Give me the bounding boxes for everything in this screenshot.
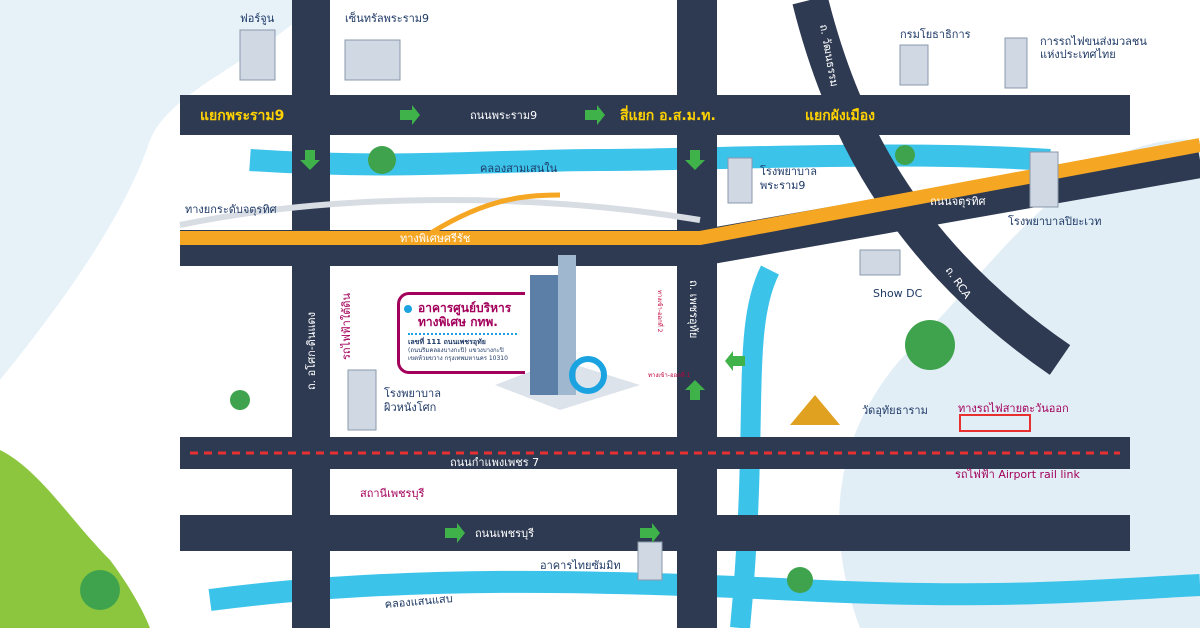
road-asok (292, 0, 330, 628)
hq-tower (530, 275, 558, 395)
rail-track-icon (959, 414, 1031, 432)
ramp-orange (418, 192, 561, 243)
hq-info-card: อาคารศูนย์บริหารทางพิเศษ กทพ. เลขที่ 111… (397, 292, 525, 374)
arrow-icon (685, 150, 705, 170)
label-showdc: Show DC (873, 287, 923, 300)
building-central (344, 39, 401, 81)
building-showdc (859, 249, 901, 276)
hq-tower-2 (558, 255, 576, 395)
road-rama9 (180, 95, 1130, 135)
building-dpw (899, 44, 929, 86)
arrow-icon (685, 380, 705, 400)
label-kamphaeng: ถนนกำแพงเพชร 7 (450, 456, 539, 469)
building-thai-summit (637, 541, 663, 581)
building-piyavate (1029, 151, 1059, 208)
hq-name-line1: อาคารศูนย์บริหาร (418, 301, 512, 315)
label-saensaep: คลองแสนแสบ (384, 592, 453, 611)
label-entrance-1: ทางเข้า-ออกที่ 1 (648, 371, 691, 379)
label-fortune: ฟอร์จูน (240, 12, 275, 25)
road-rca (792, 0, 1071, 375)
label-skin-hosp-2: ผิวหนังโศก (383, 400, 436, 414)
label-phetuthai: ถ. เพชรอุทัย (687, 280, 700, 338)
hq-address: เลขที่ 111 ถนนเพชรอุทัย(ถนนริมคลองบางกะป… (408, 333, 517, 363)
arrow-icon (400, 105, 420, 125)
label-osmt-intersection: สี่แยก อ.ส.ม.ท. (620, 105, 716, 124)
label-rama9-hosp: โรงพยาบาล (760, 164, 817, 178)
tree-icon (80, 570, 120, 610)
label-central: เซ็นทรัลพระราม9 (345, 11, 429, 25)
label-rama9-road: ถนนพระราม9 (470, 109, 537, 122)
label-dpw: กรมโยธาธิการ (900, 27, 971, 41)
label-phangmueang: แยกผังเมือง (805, 108, 875, 124)
building-mrta (1004, 37, 1028, 89)
arrow-icon (640, 523, 660, 543)
label-airport-link: รถไฟฟ้า Airport rail link (955, 468, 1080, 481)
canal-branch (730, 265, 780, 628)
tree-icon (787, 567, 813, 593)
address-line3: เขตห้วยขวาง กรุงเทพมหานคร 10310 (408, 355, 508, 362)
label-rama9-hosp-2: พระราม9 (760, 179, 805, 192)
canal-saensaep (208, 570, 1200, 611)
label-piyavate: โรงพยาบาลปิยะเวท (1008, 214, 1101, 228)
sky-blob-right (839, 139, 1200, 628)
label-phetchaburi-road: ถนนเพชรบุรี (475, 527, 534, 540)
label-entrance-2: ทางเข้า-ออกที่ 2 (656, 290, 664, 333)
label-jaturathit: ถนนจตุรทิศ (930, 195, 985, 208)
road-phetuthai (677, 0, 717, 628)
label-skin-hosp: โรงพยาบาล (384, 386, 441, 400)
address-line2: (ถนนริมคลองบางกะปิ) แขวงบางกะปิ (408, 347, 504, 354)
building-skin-hosp (347, 369, 377, 431)
hq-name-line2: ทางพิเศษ กทพ. (418, 315, 498, 329)
label-mrta: การรถไฟขนส่งมวลชน (1040, 35, 1147, 48)
forest-icon (905, 320, 955, 370)
arrow-icon (725, 351, 745, 371)
label-mrta-2: แห่งประเทศไทย (1040, 48, 1116, 61)
label-asok: ถ. อโศก-ดินแดง (304, 312, 318, 390)
label-mrt: รถไฟฟ้าใต้ดิน (340, 292, 353, 360)
label-expressway: ทางพิเศษศรีรัช (400, 232, 470, 245)
ramp (179, 197, 701, 228)
label-rama9-intersection: แยกพระราม9 (200, 108, 284, 124)
label-east-rail: ทางรถไฟสายตะวันออก (958, 402, 1069, 415)
label-samsen-canal: คลองสามเสนใน (480, 162, 558, 175)
label-elevated: ทางยกระดับจตุรทิศ (185, 203, 277, 216)
arrow-icon (585, 105, 605, 125)
label-phetchaburi-station: สถานีเพชรบุรี (360, 487, 424, 500)
location-pin-icon (569, 356, 607, 394)
sky-blob (0, 0, 320, 380)
label-thai-summit: อาคารไทยซัมมิท (540, 559, 621, 572)
arrow-icon (445, 523, 465, 543)
label-wat: วัดอุทัยธาราม (862, 404, 928, 417)
tree-icon (895, 145, 915, 165)
tree-icon (230, 390, 250, 410)
hq-name: อาคารศูนย์บริหารทางพิเศษ กทพ. (404, 301, 517, 329)
temple-icon (790, 395, 840, 425)
address-line1: เลขที่ 111 ถนนเพชรอุทัย (408, 338, 486, 346)
tree-icon (368, 146, 396, 174)
building-rama9-hosp (727, 157, 753, 204)
grass-corner (0, 450, 150, 628)
arrow-icon (300, 150, 320, 170)
building-fortune (239, 29, 276, 81)
